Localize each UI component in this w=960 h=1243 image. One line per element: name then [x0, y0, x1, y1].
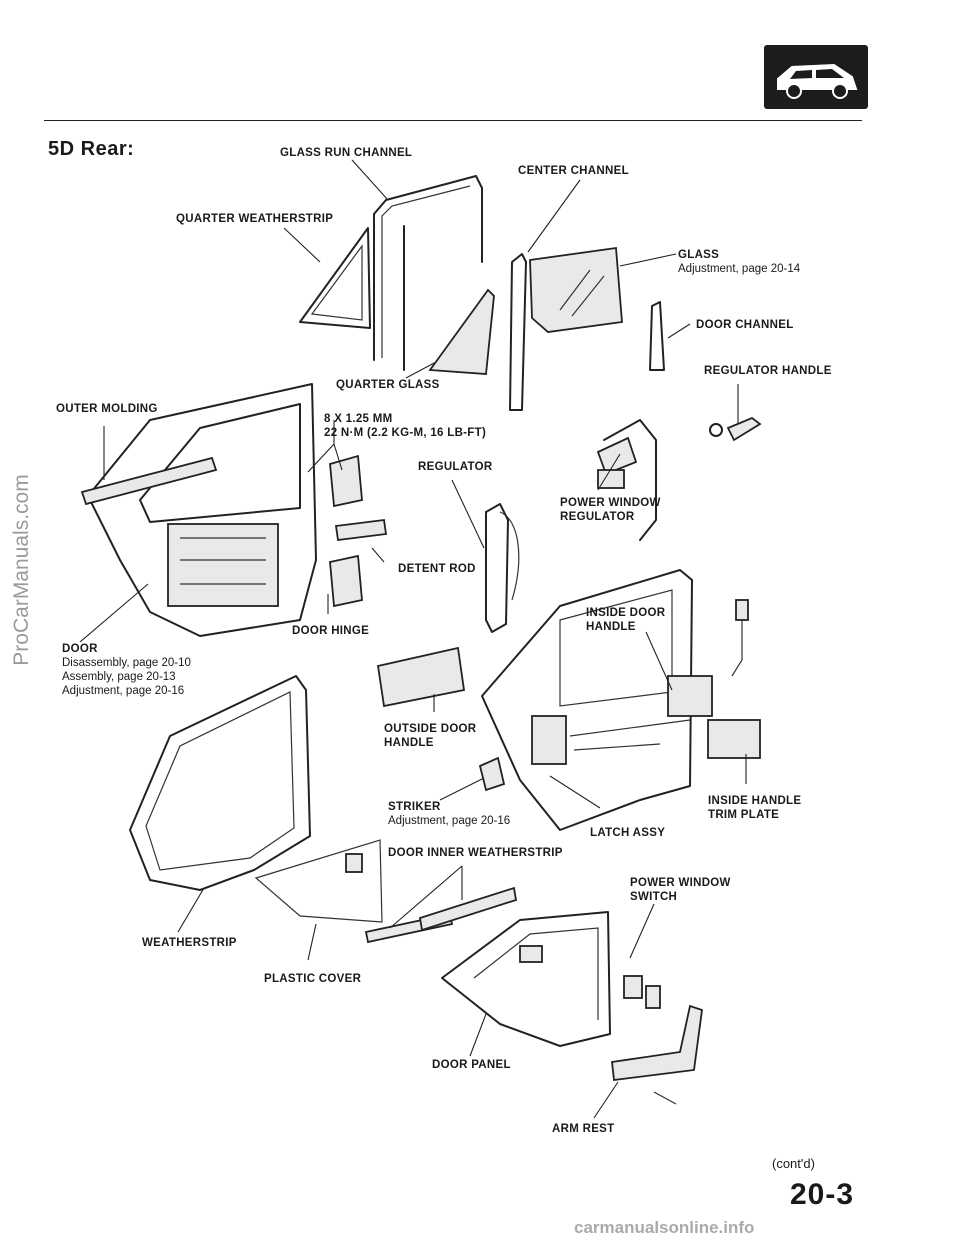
- watermark-left: ProCarManuals.com: [4, 420, 40, 720]
- label-inside-handle-trim-line2: TRIM PLATE: [708, 809, 780, 821]
- label-power-window-switch-line2: SWITCH: [630, 891, 678, 903]
- door-panel-part: [441, 911, 611, 1047]
- note-door-assembly: Assembly, page 20-13: [62, 671, 176, 683]
- label-torque-spec: 22 N·m (2.2 kg-m, 16 lb-ft): [324, 427, 487, 439]
- note-glass-adjustment: Adjustment, page 20-14: [678, 263, 801, 275]
- label-center-channel: CENTER CHANNEL: [518, 165, 629, 177]
- glass-run-channel-part: [373, 175, 483, 371]
- leader-lines: [79, 159, 747, 1119]
- label-power-window-regulator-line2: REGULATOR: [560, 511, 635, 523]
- door-hinge-part: [329, 454, 363, 608]
- label-door: DOOR: [62, 643, 98, 655]
- label-glass: GLASS: [678, 249, 720, 261]
- label-inside-door-handle-line1: INSIDE DOOR: [586, 607, 666, 619]
- outer-molding-part: [80, 456, 218, 506]
- label-door-panel: DOOR PANEL: [432, 1059, 511, 1071]
- detent-rod-part: [334, 518, 388, 542]
- weatherstrip-part: [129, 675, 311, 891]
- label-quarter-weatherstrip: QUARTER WEATHERSTRIP: [176, 213, 334, 225]
- inside-handle-trim-part: [707, 719, 761, 759]
- label-door-inner-weatherstrip: DOOR INNER WEATHERSTRIP: [388, 847, 563, 859]
- watermark-bottom: carmanualsonline.info: [574, 1218, 755, 1237]
- label-plastic-cover: PLASTIC COVER: [264, 973, 362, 985]
- label-door-hinge: DOOR HINGE: [292, 625, 370, 637]
- power-window-regulator-part: [596, 419, 657, 541]
- label-power-window-regulator-line1: POWER WINDOW: [560, 497, 661, 509]
- label-quarter-glass: QUARTER GLASS: [336, 379, 440, 391]
- label-detent-rod: DETENT ROD: [398, 563, 476, 575]
- regulator-handle-part: [709, 416, 762, 442]
- label-outside-door-handle-line1: OUTSIDE DOOR: [384, 723, 477, 735]
- quarter-glass-part: [428, 288, 495, 375]
- label-inside-door-handle-line2: HANDLE: [586, 621, 636, 633]
- label-bolt-spec: 8 x 1.25 mm: [324, 413, 393, 425]
- quarter-weatherstrip-part: [299, 227, 371, 329]
- note-door-adjustment: Adjustment, page 20-16: [62, 685, 185, 697]
- label-outside-door-handle-line2: HANDLE: [384, 737, 434, 749]
- continued-note: (cont'd): [772, 1156, 815, 1171]
- label-regulator: REGULATOR: [418, 461, 493, 473]
- door-shell-part: [87, 383, 317, 637]
- plastic-cover-part: [254, 839, 383, 923]
- outside-door-handle-part: [376, 646, 466, 708]
- inner-door-part: [481, 569, 713, 831]
- watermark-left-text: ProCarManuals.com: [10, 474, 33, 666]
- label-power-window-switch-line1: POWER WINDOW: [630, 877, 731, 889]
- striker-part: [478, 756, 506, 792]
- header-rule: [44, 120, 862, 121]
- label-arm-rest: ARM REST: [552, 1123, 615, 1135]
- label-outer-molding: OUTER MOLDING: [56, 403, 158, 415]
- label-glass-run-channel: GLASS RUN CHANNEL: [280, 147, 413, 159]
- note-door-disassembly: Disassembly, page 20-10: [62, 657, 191, 669]
- page-number: 20-3: [790, 1178, 855, 1211]
- center-channel-part: [509, 253, 527, 411]
- car-body-icon: [764, 45, 868, 109]
- section-title: 5D Rear:: [48, 138, 135, 160]
- label-door-channel: DOOR CHANNEL: [696, 319, 794, 331]
- door-glass-part: [529, 246, 623, 333]
- door-channel-part: [649, 301, 665, 371]
- regulator-part: [485, 503, 520, 633]
- label-weatherstrip: WEATHERSTRIP: [142, 937, 237, 949]
- lock-knob-part: [735, 599, 749, 621]
- note-striker-adjustment: Adjustment, page 20-16: [388, 815, 511, 827]
- label-latch-assy: LATCH ASSY: [590, 827, 666, 839]
- label-inside-handle-trim-line1: INSIDE HANDLE: [708, 795, 802, 807]
- arm-rest-part: [611, 1004, 703, 1082]
- label-striker: STRIKER: [388, 801, 441, 813]
- label-regulator-handle: REGULATOR HANDLE: [704, 365, 832, 377]
- power-window-switch-part: [623, 975, 643, 999]
